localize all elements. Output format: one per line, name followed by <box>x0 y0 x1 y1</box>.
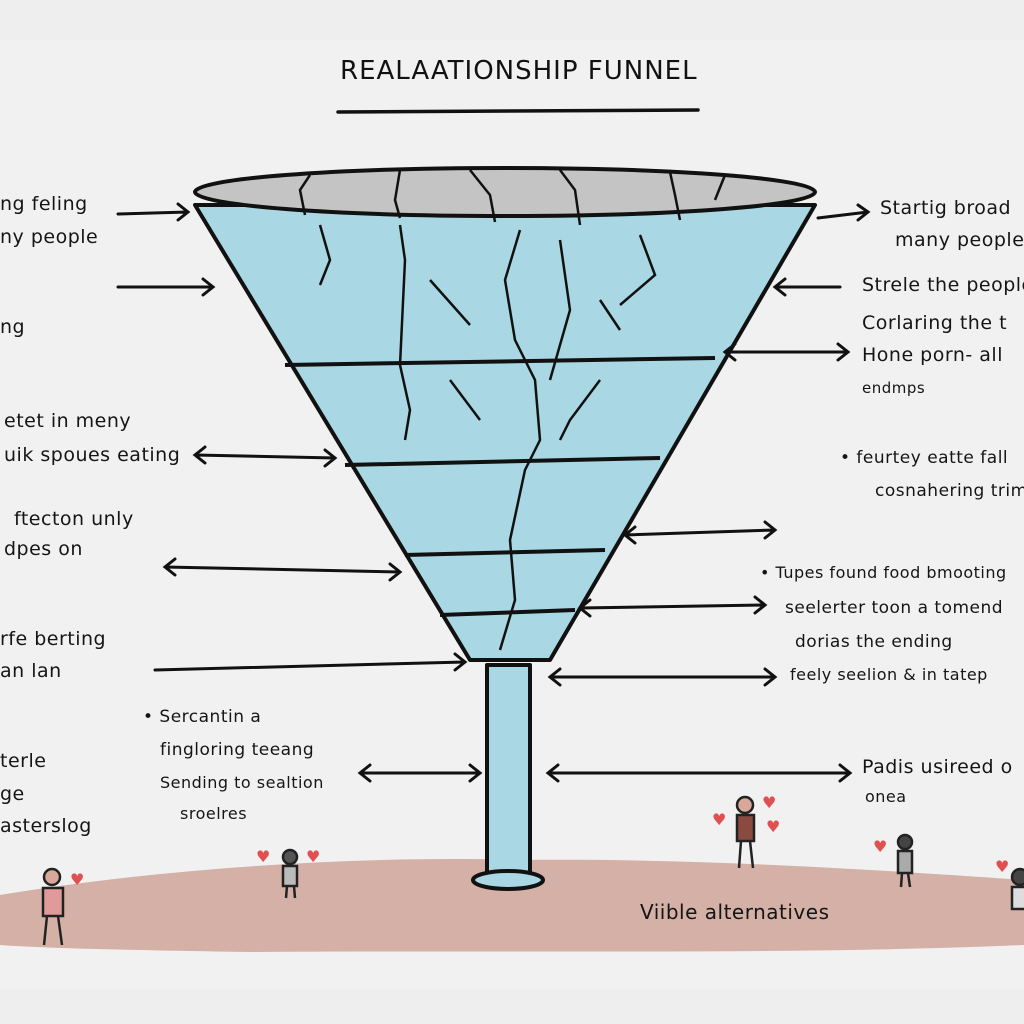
left-note: terle <box>0 750 47 772</box>
svg-text:♥: ♥ <box>873 837 887 856</box>
middle-note: Sending to sealtion <box>160 773 324 792</box>
left-note: ny people <box>0 226 99 248</box>
person-icon <box>41 867 65 946</box>
right-note: seelerter toon a tomend <box>785 598 1004 618</box>
left-note: asterslog <box>0 815 92 837</box>
person-icon <box>735 795 756 869</box>
left-note: ng feling <box>0 193 88 215</box>
left-note: ng <box>0 316 26 338</box>
diagram-title: REALAATIONSHIP FUNNEL <box>340 56 698 86</box>
right-note: dorias the ending <box>795 632 953 652</box>
funnel <box>193 166 817 891</box>
svg-text:♥: ♥ <box>70 870 84 889</box>
right-note: cosnahering trim <box>875 481 1024 501</box>
left-note: etet in meny <box>4 410 132 432</box>
right-note: onea <box>865 787 907 806</box>
svg-text:♥: ♥ <box>995 857 1009 876</box>
right-note: Padis usireed o <box>862 756 1013 778</box>
right-note: Corlaring the t <box>862 312 1008 334</box>
right-note: Strele the people <box>862 274 1024 296</box>
svg-text:♥: ♥ <box>766 817 780 836</box>
svg-text:♥: ♥ <box>712 810 726 829</box>
person-icon <box>1010 867 1024 911</box>
person-icon <box>896 833 914 888</box>
right-note: many people <box>895 229 1024 251</box>
left-note: ge <box>0 783 25 805</box>
left-note: an lan <box>0 660 62 682</box>
right-note: • feurtey eatte fall <box>840 448 1009 468</box>
middle-note: • Sercantin a <box>143 707 262 727</box>
ground <box>0 859 1024 952</box>
heart-icons: ♥ ♥ ♥ ♥ ♥ ♥ ♥ ♥ <box>70 793 1009 889</box>
right-note: endmps <box>862 379 926 397</box>
people-figures <box>41 795 1024 946</box>
left-note: ftecton unly <box>14 508 134 530</box>
svg-text:♥: ♥ <box>256 847 270 866</box>
funnel-cracks <box>298 169 727 651</box>
middle-note: fingloring teeang <box>160 740 315 760</box>
bottom-label: Viible alternatives <box>640 900 830 924</box>
right-note: Hone porn- all <box>862 344 1003 366</box>
right-note: • Tupes found food bmooting <box>760 563 1007 582</box>
right-note: feely seelion & in tatep <box>790 665 988 684</box>
left-note: dpes on <box>4 538 83 560</box>
middle-note: sroelres <box>180 804 248 823</box>
left-note: uik spoues eating <box>4 444 181 466</box>
arrows <box>116 108 871 783</box>
left-note: rfe berting <box>0 628 107 650</box>
svg-text:♥: ♥ <box>306 847 320 866</box>
right-note: Startig broad <box>880 197 1012 219</box>
person-icon <box>281 848 299 899</box>
svg-text:♥: ♥ <box>762 793 776 812</box>
